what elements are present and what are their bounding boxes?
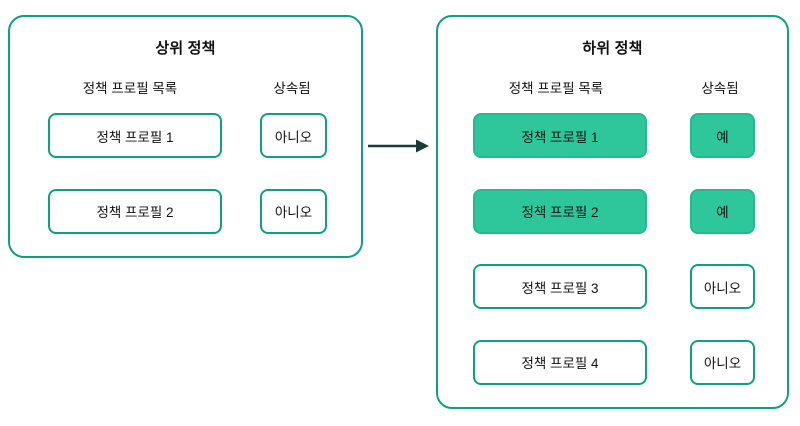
- child-policy-panel: 하위 정책 정책 프로필 목록 상속됨 정책 프로필 1 예 정책 프로필 2 …: [436, 15, 789, 409]
- child-column-header-profiles: 정책 프로필 목록: [508, 81, 604, 96]
- child-status-cell-4[interactable]: 아니오: [690, 339, 755, 385]
- parent-column-header-profiles: 정책 프로필 목록: [82, 81, 178, 96]
- table-row: 정책 프로필 1 아니오: [10, 113, 361, 158]
- table-row: 정책 프로필 1 예: [438, 113, 787, 158]
- child-profile-cell-4[interactable]: 정책 프로필 4: [473, 339, 647, 385]
- child-policy-title: 하위 정책: [582, 40, 643, 57]
- table-row: 정책 프로필 4 아니오: [438, 339, 787, 385]
- parent-policy-title: 상위 정책: [155, 40, 216, 57]
- table-row: 정책 프로필 2 아니오: [10, 188, 361, 234]
- parent-status-cell-1[interactable]: 아니오: [260, 113, 327, 158]
- child-profile-cell-3[interactable]: 정책 프로필 3: [473, 264, 647, 309]
- child-status-cell-2[interactable]: 예: [690, 188, 755, 234]
- parent-profile-cell-1[interactable]: 정책 프로필 1: [48, 113, 222, 158]
- child-status-cell-3[interactable]: 아니오: [690, 264, 755, 309]
- child-column-header-status: 상속됨: [701, 81, 739, 96]
- child-profile-cell-2[interactable]: 정책 프로필 2: [473, 188, 647, 234]
- table-row: 정책 프로필 2 예: [438, 188, 787, 234]
- child-status-cell-1[interactable]: 예: [690, 113, 755, 158]
- table-row: 정책 프로필 3 아니오: [438, 264, 787, 309]
- child-profile-cell-1[interactable]: 정책 프로필 1: [473, 113, 647, 158]
- parent-profile-cell-2[interactable]: 정책 프로필 2: [48, 188, 222, 234]
- arrow-right-icon: [368, 139, 429, 153]
- parent-column-header-status: 상속됨: [273, 81, 311, 96]
- inheritance-arrow: [366, 130, 432, 162]
- parent-policy-panel: 상위 정책 정책 프로필 목록 상속됨 정책 프로필 1 아니오 정책 프로필 …: [8, 15, 363, 258]
- child-policy-rows: 정책 프로필 1 예 정책 프로필 2 예 정책 프로필 3 아니오 정책 프로…: [438, 113, 787, 415]
- parent-policy-rows: 정책 프로필 1 아니오 정책 프로필 2 아니오: [10, 113, 361, 264]
- parent-status-cell-2[interactable]: 아니오: [260, 188, 327, 234]
